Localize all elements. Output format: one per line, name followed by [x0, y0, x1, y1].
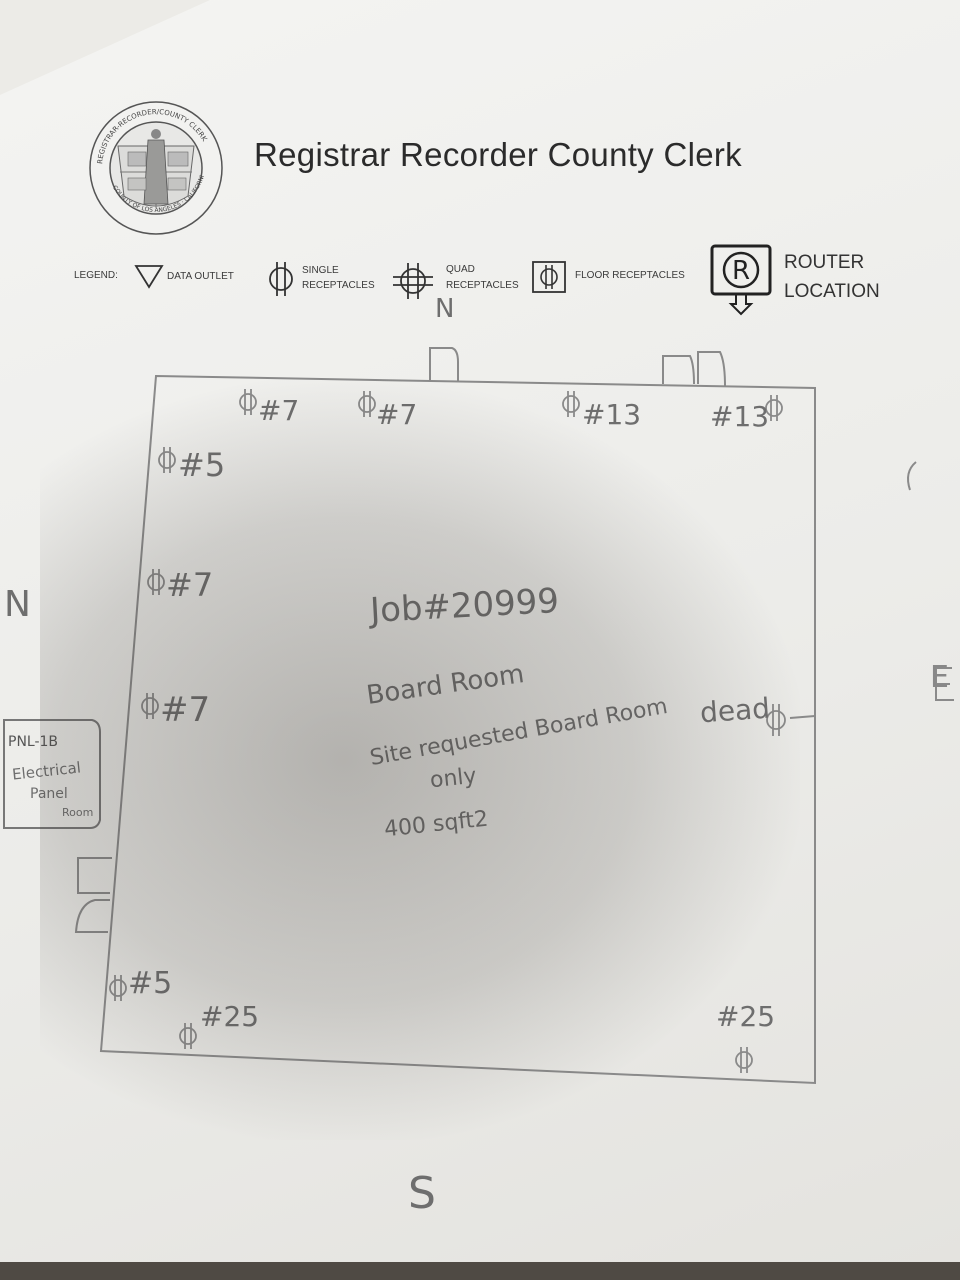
quad-receptacle-icon — [393, 263, 433, 299]
label-left-3: #7 — [160, 690, 211, 730]
label-top-1: #7 — [258, 394, 300, 427]
label-left-1: #5 — [178, 446, 226, 484]
label-left-2: #7 — [166, 566, 214, 604]
panel-line-2: Panel — [30, 786, 68, 802]
legend-router-label-2: LOCATION — [784, 281, 880, 302]
legend-router-label-1: ROUTER — [784, 252, 865, 273]
county-seal-icon: REGISTRAR-RECORDER/COUNTY CLERK COUNTY O… — [88, 100, 223, 235]
legend-quad-label-2: RECEPTACLES — [446, 280, 519, 291]
legend-label: LEGEND: — [74, 270, 118, 281]
data-outlet-icon — [134, 265, 164, 289]
page-title: Registrar Recorder County Clerk — [254, 136, 742, 173]
compass-north: N — [435, 294, 455, 324]
router-glyph: R — [732, 256, 750, 286]
floor-receptacle-icon — [532, 261, 566, 293]
compass-east: E — [930, 660, 949, 695]
panel-id: PNL-1B — [8, 734, 59, 750]
single-receptacle-icon — [269, 262, 293, 296]
label-top-3: #13 — [582, 398, 642, 431]
legend-single-label-2: RECEPTACLES — [302, 280, 375, 291]
legend-single-label-1: SINGLE — [302, 265, 339, 276]
note-request-only: only — [428, 763, 478, 794]
receptacle-marks — [109, 389, 786, 1073]
compass-west: N — [4, 584, 31, 625]
label-top-4: #13 — [710, 400, 770, 433]
legend-floor-label: FLOOR RECEPTACLES — [575, 270, 685, 281]
label-bottom-left-2: #25 — [200, 1000, 260, 1033]
label-top-2: #7 — [376, 398, 418, 431]
label-bottom-left-1: #5 — [128, 966, 173, 1001]
label-bottom-right: #25 — [716, 1000, 776, 1033]
panel-line-3: Room — [62, 806, 94, 819]
compass-south: S — [408, 1168, 436, 1219]
legend-quad-label-1: QUAD — [446, 264, 475, 275]
legend-data-outlet-label: DATA OUTLET — [167, 271, 234, 282]
router-location-icon: R — [710, 244, 772, 316]
label-dead: dead — [698, 691, 772, 730]
